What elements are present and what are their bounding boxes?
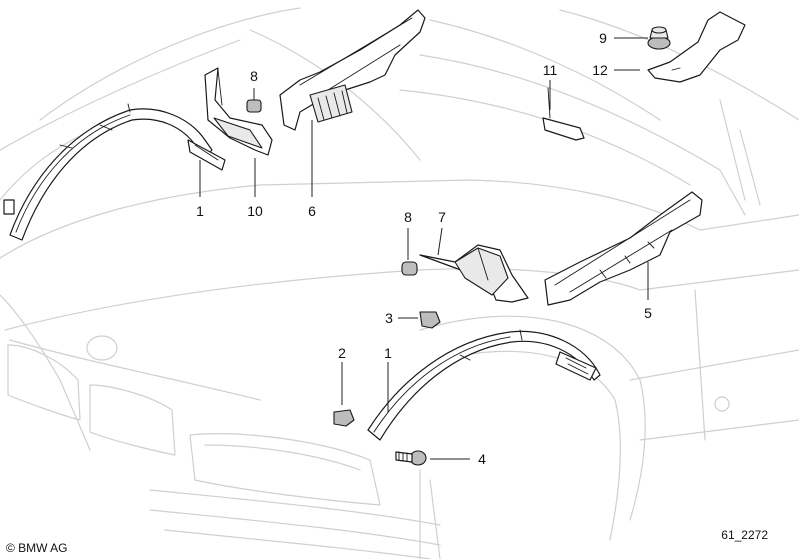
part-3-clip — [419, 311, 441, 329]
part-1-arch-trim-left — [3, 103, 226, 241]
callout-12: 12 — [592, 62, 608, 78]
callout-labels: 1 10 6 8 9 11 12 8 7 5 3 2 1 4 — [196, 30, 652, 467]
diagram-number: 61_2272 — [721, 528, 768, 542]
car-body-outline — [0, 7, 799, 559]
callout-6: 6 — [308, 203, 316, 219]
leader-lines — [199, 37, 649, 460]
copyright-text: © BMW AG — [6, 541, 68, 555]
callout-2: 2 — [338, 345, 346, 361]
part-5-channel — [544, 191, 703, 306]
callout-11: 11 — [543, 62, 558, 78]
part-4-screw — [395, 450, 427, 466]
callout-7: 7 — [438, 209, 446, 225]
callout-4: 4 — [478, 451, 486, 467]
part-11-clip-bar — [542, 87, 585, 141]
part-1-arch-trim-right — [367, 329, 601, 441]
part-2-nut — [333, 409, 355, 427]
callout-9: 9 — [599, 30, 607, 46]
part-6-channel — [279, 9, 426, 131]
callout-1-lower: 1 — [384, 345, 392, 361]
part-8-grommet-mid — [401, 261, 418, 276]
callout-10: 10 — [247, 203, 263, 219]
part-9-nut — [647, 26, 671, 50]
callout-1-upper: 1 — [196, 203, 204, 219]
callout-8-upper: 8 — [250, 68, 258, 84]
callout-5: 5 — [644, 305, 652, 321]
part-7-duct — [419, 244, 529, 303]
part-10-bracket — [204, 67, 273, 156]
callout-8-mid: 8 — [404, 209, 412, 225]
part-8-grommet-top — [246, 99, 262, 113]
callout-3: 3 — [385, 310, 393, 326]
part-12-plate — [647, 11, 746, 83]
